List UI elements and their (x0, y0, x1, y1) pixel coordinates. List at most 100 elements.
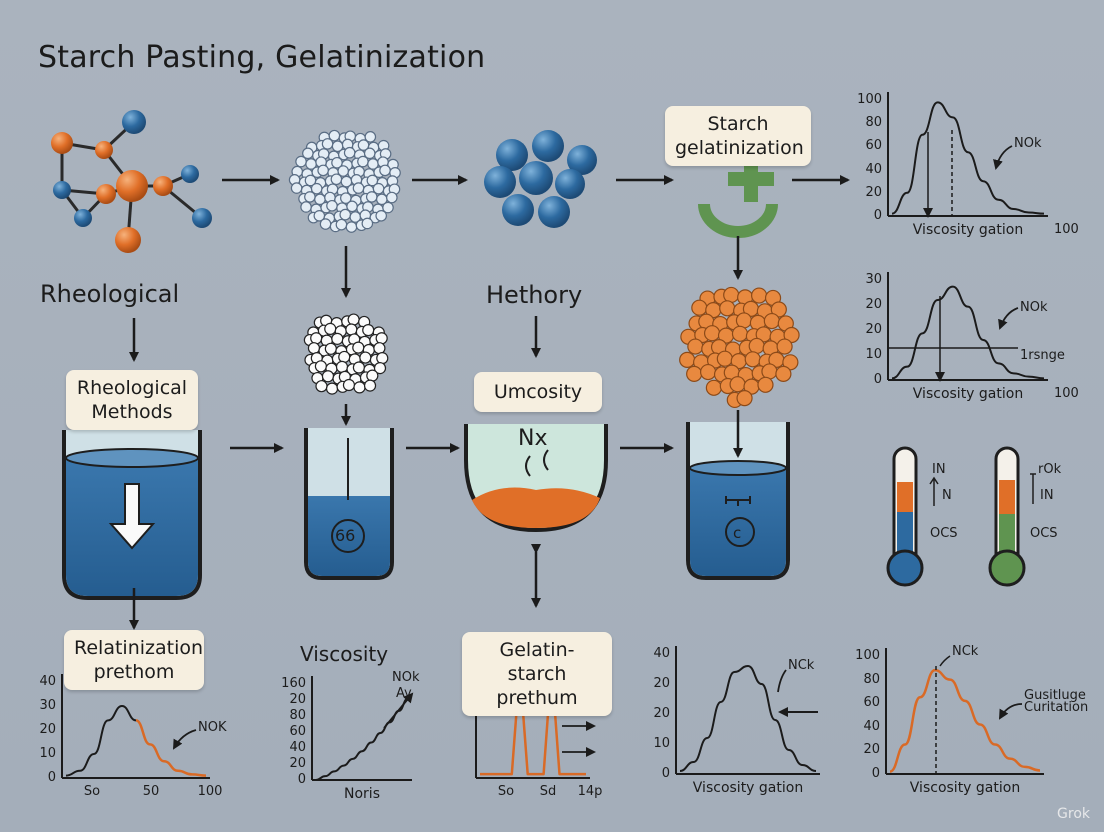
y-tick-label: 10 (865, 347, 882, 362)
y-tick-label: 0 (47, 770, 56, 785)
y-tick-label: 10 (653, 736, 670, 751)
y-tick-label: 160 (281, 676, 306, 691)
granule (744, 351, 761, 368)
y-tick-label: 20 (39, 722, 56, 737)
x-tick-label: Sd (539, 784, 557, 799)
y-tick-label: 0 (873, 208, 882, 223)
granule (366, 369, 379, 382)
granule (719, 300, 736, 317)
granule (357, 155, 369, 168)
svg-text:c: c (733, 524, 741, 542)
y-tick-label: 100 (857, 92, 882, 107)
annotation-tick (777, 669, 787, 693)
granule (295, 155, 307, 168)
granule (364, 131, 377, 143)
annotation-arrow (173, 729, 197, 750)
granule (347, 313, 360, 326)
annotation-arrow (999, 703, 1023, 720)
series-line (679, 664, 817, 772)
granule (319, 218, 332, 230)
granule (362, 324, 375, 337)
annotation-label: NOK (198, 720, 227, 735)
label-hethory: Hethory (486, 281, 583, 309)
x-axis-label: Viscosity gation (909, 780, 1021, 796)
thermo2-label: OCS (1030, 526, 1058, 541)
granule (365, 191, 378, 203)
y-tick-label: 20 (653, 676, 670, 691)
box-rheological-methods: Rheological Methods (66, 370, 198, 430)
thermo1-label: IN (932, 462, 946, 477)
box-line: prethum (496, 687, 578, 709)
box-line: Relatinization (74, 637, 204, 659)
granule (687, 338, 704, 355)
box-relatinization: Relatinization prethom (64, 630, 204, 690)
granule (763, 312, 780, 330)
y-tick-label: 100 (855, 648, 880, 663)
annotation-label: Curitation (1024, 700, 1089, 715)
granule (757, 376, 774, 393)
chart-6 (675, 646, 820, 775)
granule (750, 287, 768, 304)
series-line (135, 719, 207, 777)
box-starch-gelatinization: Starch gelatinization (665, 106, 811, 166)
x-tick-label: So (83, 784, 101, 799)
granule (352, 182, 365, 194)
series-line (891, 101, 1045, 215)
hline-label: 1rsnge (1020, 348, 1065, 363)
granule (307, 342, 321, 355)
granule (736, 390, 753, 407)
charts-layer (61, 92, 1048, 781)
beaker-gelatinized: c (686, 410, 790, 580)
granule (748, 337, 765, 355)
chart-1 (887, 92, 1048, 217)
granule (376, 352, 389, 365)
granule-cluster-orange (679, 286, 800, 409)
granule (723, 286, 740, 304)
y-tick-label: 20 (289, 756, 306, 771)
granule (324, 322, 337, 335)
series-line (65, 704, 137, 777)
granule-cluster-white (303, 313, 389, 395)
granule (331, 332, 344, 345)
granule (321, 370, 335, 383)
label-viscosity: Viscosity (300, 642, 389, 666)
series-line (315, 697, 409, 781)
chart-7 (885, 648, 1044, 775)
granule (775, 365, 792, 382)
granule (339, 208, 352, 221)
y-tick-label: 20 (865, 184, 882, 200)
y-tick-label: 40 (863, 718, 880, 734)
box-line: gelatinization (675, 137, 804, 159)
granule (338, 350, 351, 364)
granule (317, 164, 329, 177)
x-axis-label: Viscosity gation (692, 780, 804, 796)
granule (373, 342, 386, 355)
test-tube-sample (304, 428, 394, 580)
granule (776, 338, 793, 355)
granule (373, 362, 387, 375)
box-line: prethom (93, 661, 175, 683)
annotation-arrow (383, 692, 414, 729)
granule (359, 351, 372, 364)
granule (300, 201, 312, 213)
watermark: Grok (1057, 806, 1090, 822)
granule (703, 325, 721, 342)
granule (375, 210, 387, 222)
granule (290, 182, 303, 194)
y-tick-label: 10 (39, 746, 56, 761)
box-line: Rheological (76, 377, 188, 399)
annotation-arrow (998, 307, 1019, 330)
y-tick-label: 20 (863, 742, 880, 758)
y-tick-label: 30 (865, 272, 882, 287)
annotation-label: NOk (1014, 136, 1042, 151)
granule (705, 379, 722, 396)
y-tick-label: 0 (873, 372, 882, 387)
y-tick-label: 20 (653, 706, 670, 721)
annotation-label: Gusitluge (1024, 688, 1086, 703)
thermo2-label: IN (1040, 488, 1054, 503)
annotation-label: NCk (952, 644, 979, 659)
swollen-granule-cluster (484, 130, 597, 228)
granule (335, 218, 348, 231)
